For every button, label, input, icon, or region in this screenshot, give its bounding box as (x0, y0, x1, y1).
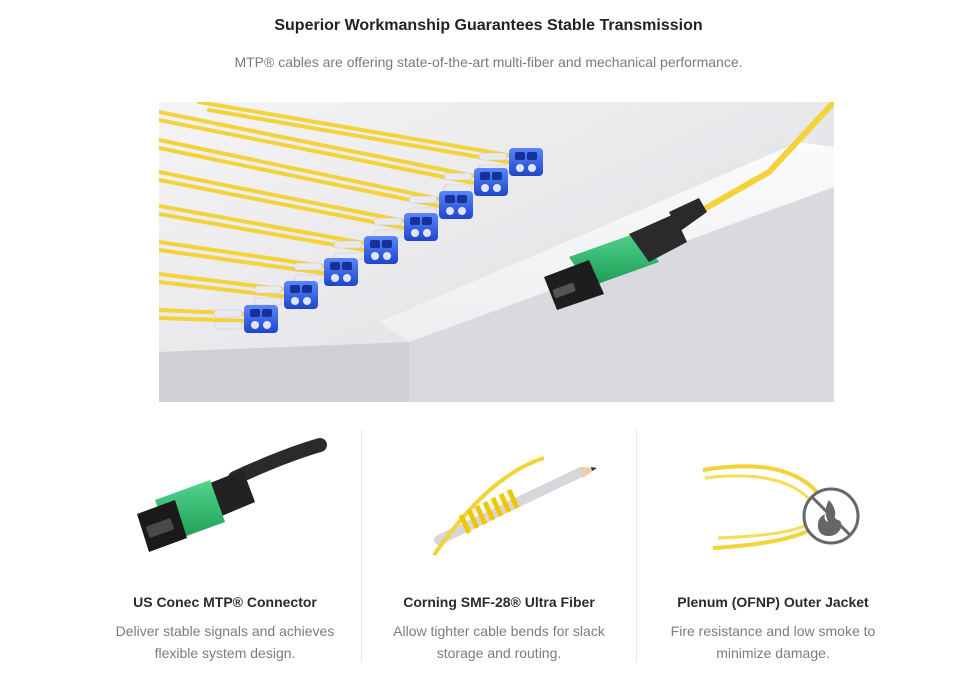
feature-description-line: Deliver stable signals and achieves (115, 623, 335, 639)
feature-description: Deliver stable signals and achieves flex… (110, 620, 340, 664)
mtp-connector-photo (95, 430, 355, 575)
fiber-bend-around-pencil-photo (369, 430, 629, 575)
feature-plenum-jacket: Plenum (OFNP) Outer Jacket Fire resistan… (643, 430, 903, 662)
feature-description-line: Fire resistance and low smoke to (670, 623, 876, 639)
feature-description-line: minimize damage. (716, 645, 830, 661)
feature-title: Corning SMF-28® Ultra Fiber (403, 594, 595, 610)
page-title: Superior Workmanship Guarantees Stable T… (274, 17, 703, 34)
no-fire-icon (802, 487, 860, 545)
feature-ultra-fiber: Corning SMF-28® Ultra Fiber Allow tighte… (369, 430, 629, 662)
feature-divider (636, 430, 637, 662)
feature-description-line: Allow tighter cable bends for slack (393, 623, 605, 639)
feature-divider (361, 430, 362, 662)
feature-description: Fire resistance and low smoke to minimiz… (658, 620, 888, 664)
feature-title: Plenum (OFNP) Outer Jacket (677, 594, 869, 610)
feature-description: Allow tighter cable bends for slack stor… (384, 620, 614, 664)
page-subtitle: MTP® cables are offering state-of-the-ar… (234, 54, 743, 70)
plenum-jacket-photo (643, 430, 903, 575)
feature-title: US Conec MTP® Connector (133, 594, 317, 610)
feature-mtp-connector: US Conec MTP® Connector Deliver stable s… (95, 430, 355, 662)
feature-description-line: flexible system design. (154, 645, 296, 661)
hero-cable-image (159, 102, 834, 402)
mtp-lc-breakout-cable-photo (159, 102, 834, 402)
feature-description-line: storage and routing. (436, 645, 562, 661)
